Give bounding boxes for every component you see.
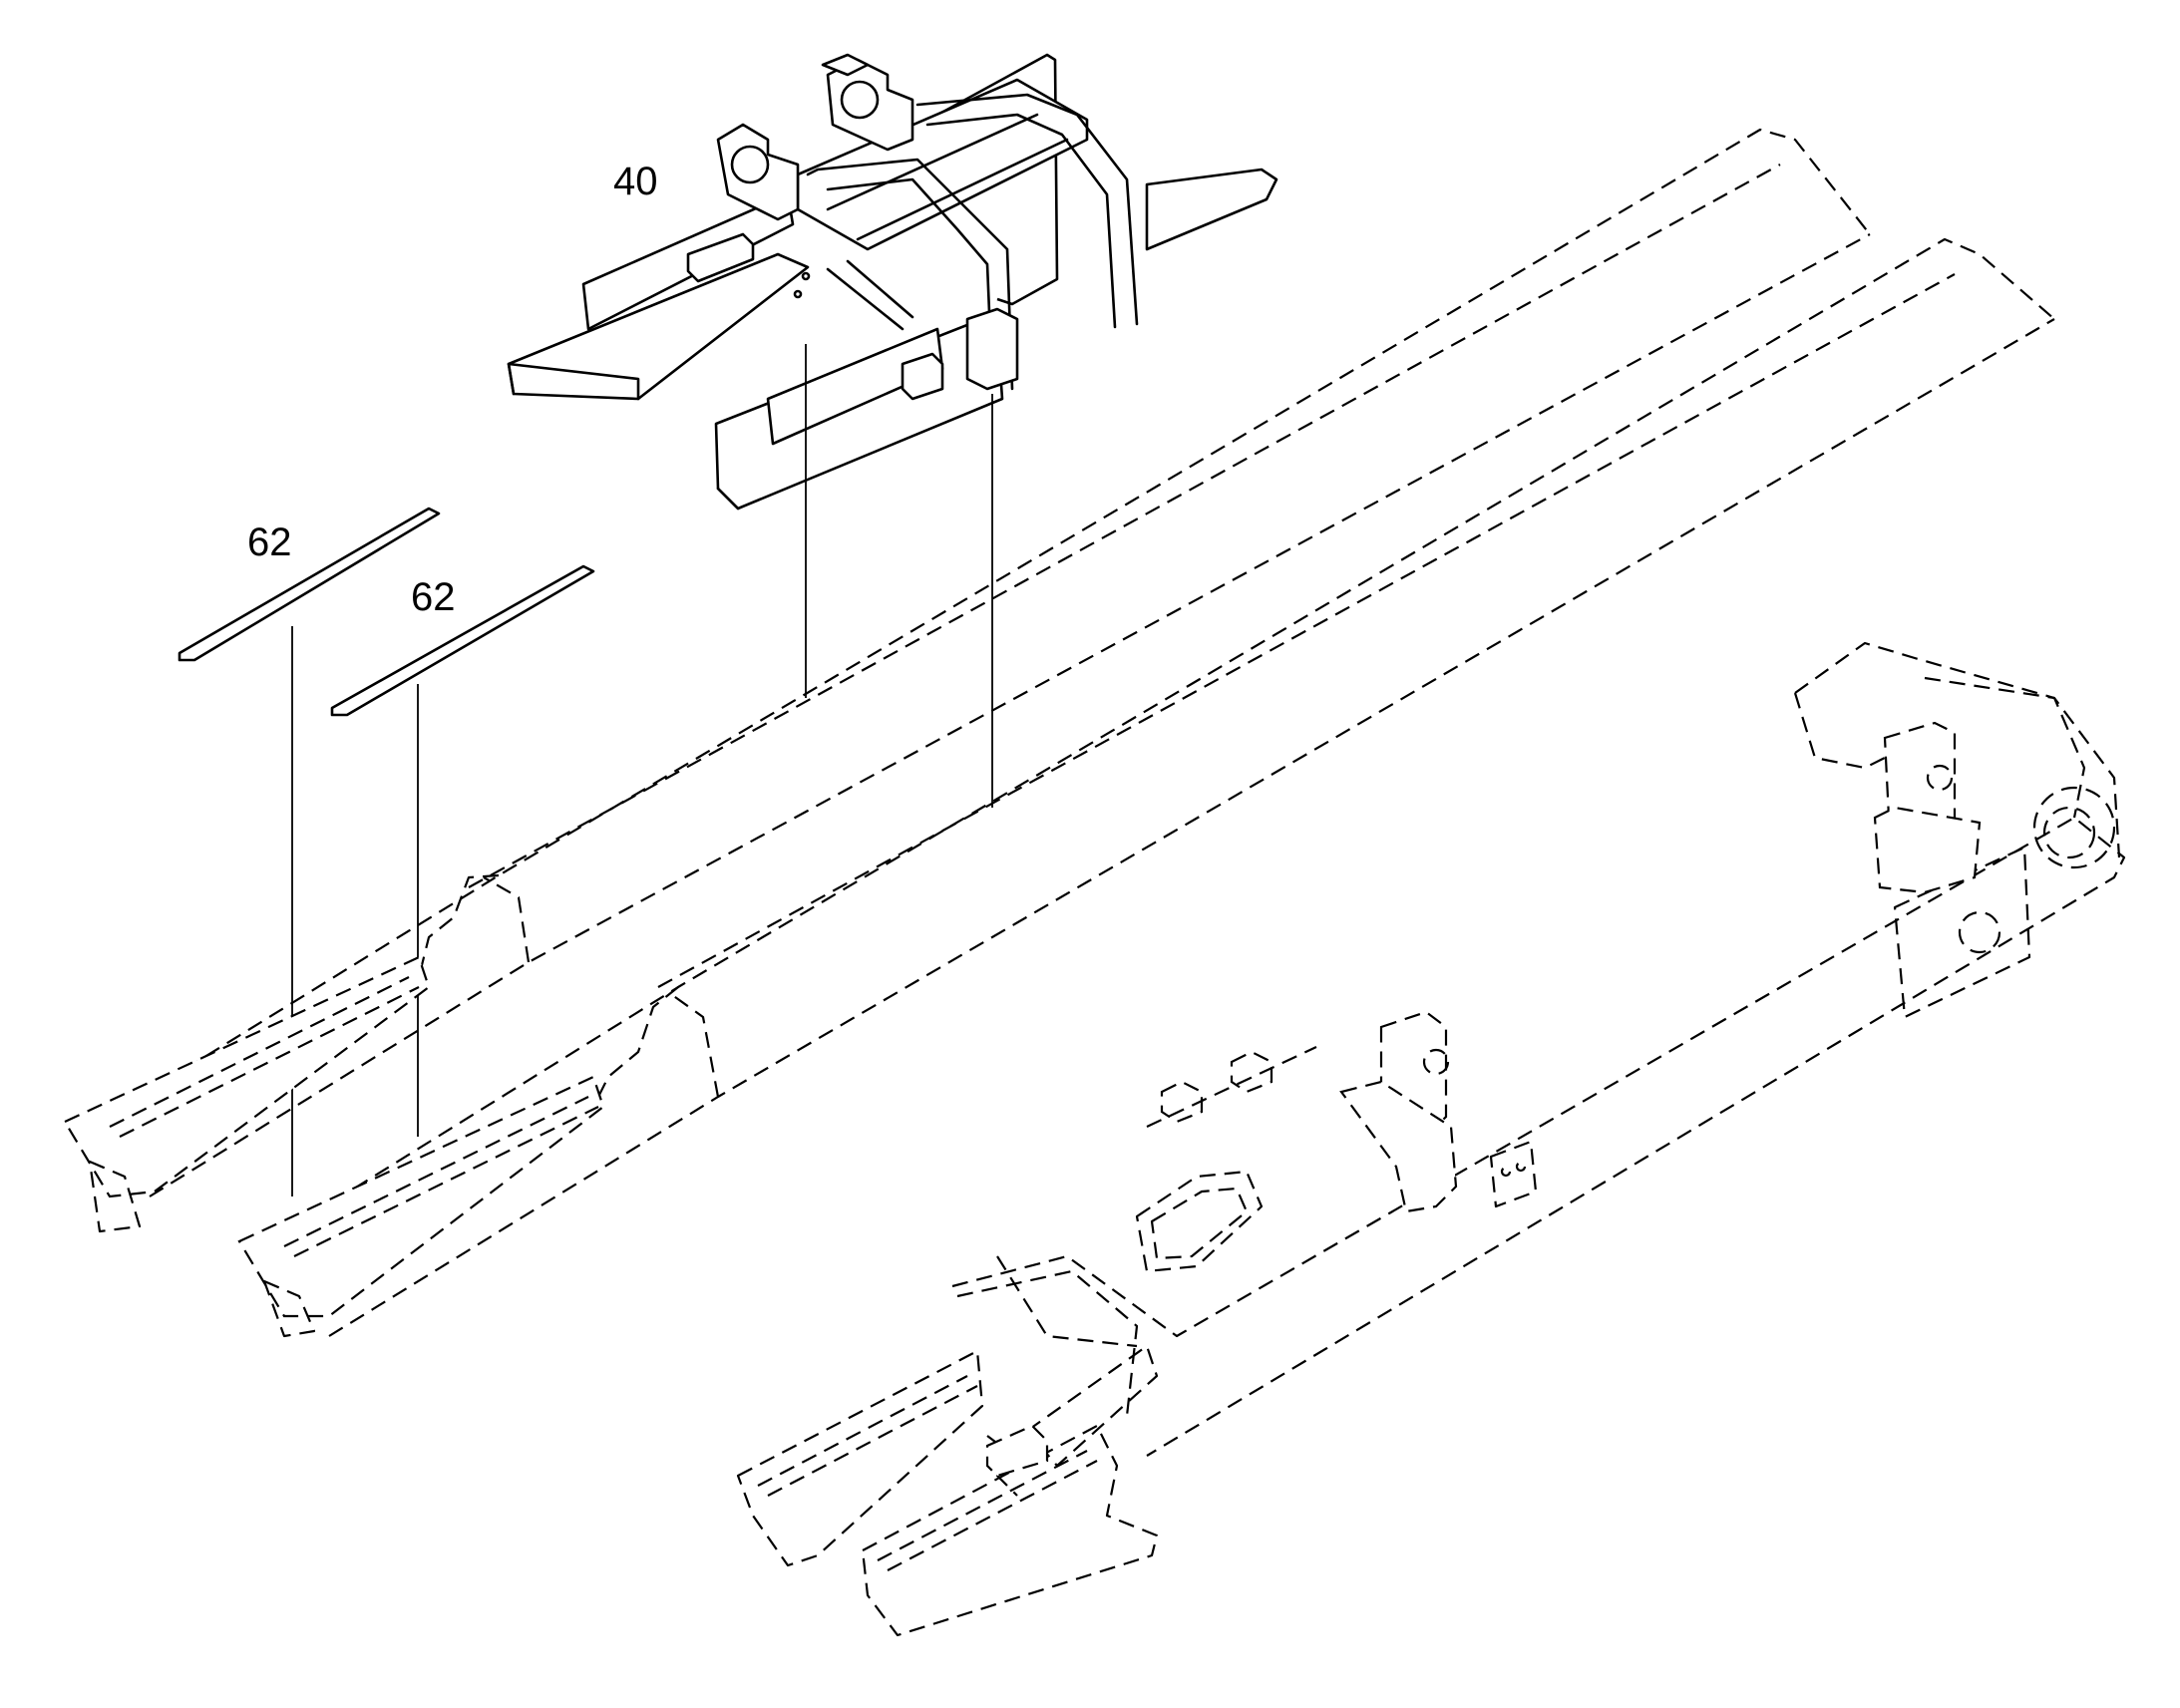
- wear-strip-right-part: [330, 564, 595, 717]
- bracket-assembly-part: [507, 53, 1278, 511]
- callout-62-right: 62: [411, 575, 456, 619]
- callout-labels: 40 62 62: [247, 160, 658, 619]
- phantom-boom-lower: [237, 237, 2055, 1338]
- callout-40: 40: [613, 160, 658, 203]
- leader-lines: [291, 344, 993, 1196]
- chassis-frame: [736, 641, 2126, 1637]
- wear-strip-left-part: [178, 507, 441, 662]
- callout-62-left: 62: [247, 520, 292, 564]
- phantom-boom-upper: [63, 128, 1871, 1233]
